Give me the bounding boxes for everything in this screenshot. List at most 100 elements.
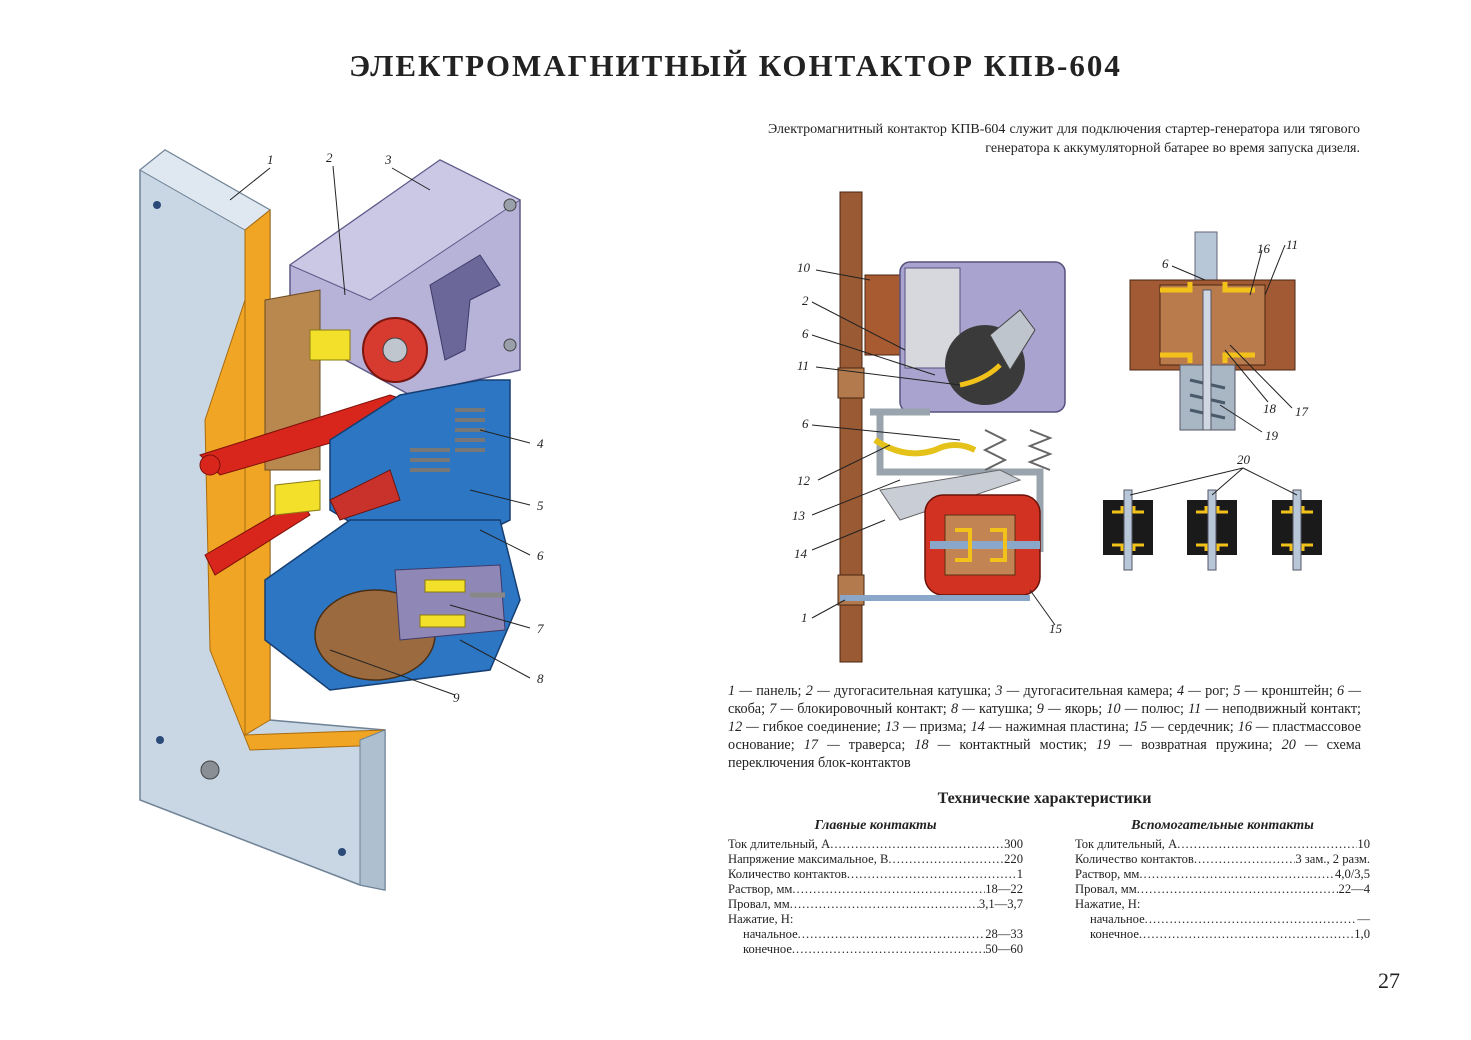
spec-row: Нажатие, Н: <box>728 912 1023 927</box>
legend-number: 13 <box>884 719 900 735</box>
callout-label: 16 <box>1257 241 1271 256</box>
spec-label: Количество контактов <box>1075 852 1194 866</box>
spec-row: Раствор, мм18—22 <box>728 882 1023 897</box>
callout-label: 17 <box>1295 404 1309 419</box>
spec-value: 1,0 <box>1354 927 1370 941</box>
spec-value: 1 <box>1016 867 1023 881</box>
legend-number: 16 <box>1237 719 1252 735</box>
spec-value: 4,0/3,5 <box>1335 867 1370 881</box>
spec-row: Ток длительный, А300 <box>728 837 1023 852</box>
callout-label: 12 <box>797 473 811 488</box>
spec-row: Нажатие, Н: <box>1075 897 1370 912</box>
legend-number: 19 <box>1096 737 1111 753</box>
page-title: ЭЛЕКТРОМАГНИТНЫЙ КОНТАКТОР КПВ-604 <box>349 48 1122 83</box>
spec-row: Напряжение максимальное, В 220 <box>728 852 1023 867</box>
spec-row: Провал, мм22—4 <box>1075 882 1370 897</box>
spec-label: Нажатие, Н: <box>1075 897 1141 911</box>
dot-leader <box>830 837 1004 852</box>
dot-leader <box>1137 882 1339 897</box>
legend-text: неподвижный контакт; <box>1222 701 1362 717</box>
spec-label: начальное <box>743 927 798 941</box>
spec-row: Количество контактов3 зам., 2 разм. <box>1075 852 1370 867</box>
dot-leader <box>1145 912 1358 927</box>
legend-text: кронштейн; <box>1261 683 1333 699</box>
legend-number: 10 <box>1106 701 1121 717</box>
spec-value: 28—33 <box>985 927 1023 941</box>
spec-label: Раствор, мм <box>1075 867 1140 881</box>
legend-text: пластмассовое основание; <box>728 719 1362 753</box>
spec-value: 300 <box>1004 837 1023 851</box>
dot-leader <box>1139 867 1335 882</box>
legend-text: катушка; <box>979 701 1033 717</box>
spec-value: 220 <box>1004 852 1023 866</box>
spec-value: 22—4 <box>1338 882 1370 896</box>
legend-number: 18 <box>914 737 929 753</box>
dot-leader <box>792 942 985 957</box>
legend-number: 2 <box>805 683 813 699</box>
legend-text: траверса; <box>848 737 906 753</box>
legend-text: схема переключения блок-контактов <box>728 737 1361 771</box>
dot-leader <box>790 897 979 912</box>
legend-number: 6 <box>1337 683 1345 699</box>
callout-label: 3 <box>384 152 392 167</box>
legend-number: 15 <box>1132 719 1148 735</box>
contactor-cutaway-illustration: 1 2 3 4 5 6 7 8 9 <box>139 149 544 891</box>
spec-value: 3,1—3,7 <box>978 897 1023 911</box>
callout-label: 10 <box>797 260 811 275</box>
spec-row: Ток длительный, А10 <box>1075 837 1370 852</box>
legend-text: дугогасительная катушка; <box>833 683 992 699</box>
intro-paragraph: Электромагнитный контактор КПВ-604 служи… <box>768 122 1360 156</box>
callout-label: 18 <box>1263 401 1277 416</box>
callout-label: 15 <box>1049 621 1063 636</box>
dot-leader <box>1194 852 1295 867</box>
legend-text: сердечник; <box>1167 719 1234 735</box>
legend-text: блокировочный контакт; <box>797 701 947 717</box>
legend-number: 5 <box>1233 683 1241 699</box>
spec-label: Напряжение максимальное, В <box>728 852 889 866</box>
dot-leader <box>792 882 985 897</box>
dot-leader <box>798 927 986 942</box>
callout-label: 14 <box>794 546 808 561</box>
aux-contacts-heading: Вспомогательные контакты <box>1131 818 1314 833</box>
dot-leader <box>888 852 1004 867</box>
callout-label: 6 <box>802 326 809 341</box>
callout-label: 6 <box>802 416 809 431</box>
legend-number: 7 <box>769 701 777 717</box>
spec-label: Провал, мм <box>728 897 790 911</box>
spec-label: Количество контактов <box>728 867 847 881</box>
legend-number: 20 <box>1281 737 1296 753</box>
legend-text: рог; <box>1205 683 1230 699</box>
main-contacts-specs: Главные контакты Ток длительный, А300Нап… <box>728 818 1023 957</box>
callout-label: 2 <box>326 150 333 165</box>
spec-value: 10 <box>1357 837 1370 851</box>
spec-value: — <box>1357 912 1370 926</box>
spec-row: конечное50—60 <box>728 942 1023 957</box>
legend-number: 4 <box>1176 683 1185 699</box>
legend-text: гибкое соединение; <box>762 719 881 735</box>
parts-legend: 1 — панель; 2 — дугогасительная катушка;… <box>728 683 1362 771</box>
callout-label: 19 <box>1265 428 1279 443</box>
legend-text: дугогасительная камера; <box>1023 683 1173 699</box>
legend-text: панель; <box>756 683 802 699</box>
callout-label: 20 <box>1237 452 1251 467</box>
callout-label: 7 <box>537 621 544 636</box>
callout-label: 2 <box>802 293 809 308</box>
spec-label: конечное <box>1090 927 1139 941</box>
specs-title: Технические характеристики <box>937 790 1152 807</box>
dot-leader <box>847 867 1017 882</box>
spec-row: начальное 28—33 <box>728 927 1023 942</box>
legend-text: призма; <box>919 719 967 735</box>
callout-label: 1 <box>801 610 808 625</box>
dot-leader <box>1177 837 1357 852</box>
dot-leader <box>1139 927 1354 942</box>
spec-label: конечное <box>743 942 792 956</box>
legend-text: якорь; <box>1064 701 1103 717</box>
callout-label: 6 <box>1162 256 1169 271</box>
contactor-section-diagram: 10 2 6 11 6 12 13 14 1 15 6 16 11 18 17 … <box>792 191 1322 663</box>
spec-value: 18—22 <box>985 882 1023 896</box>
legend-text: нажимная пластина; <box>1005 719 1129 735</box>
callout-label: 6 <box>537 548 544 563</box>
callout-label: 5 <box>537 498 544 513</box>
spec-row: начальное— <box>1075 912 1370 927</box>
